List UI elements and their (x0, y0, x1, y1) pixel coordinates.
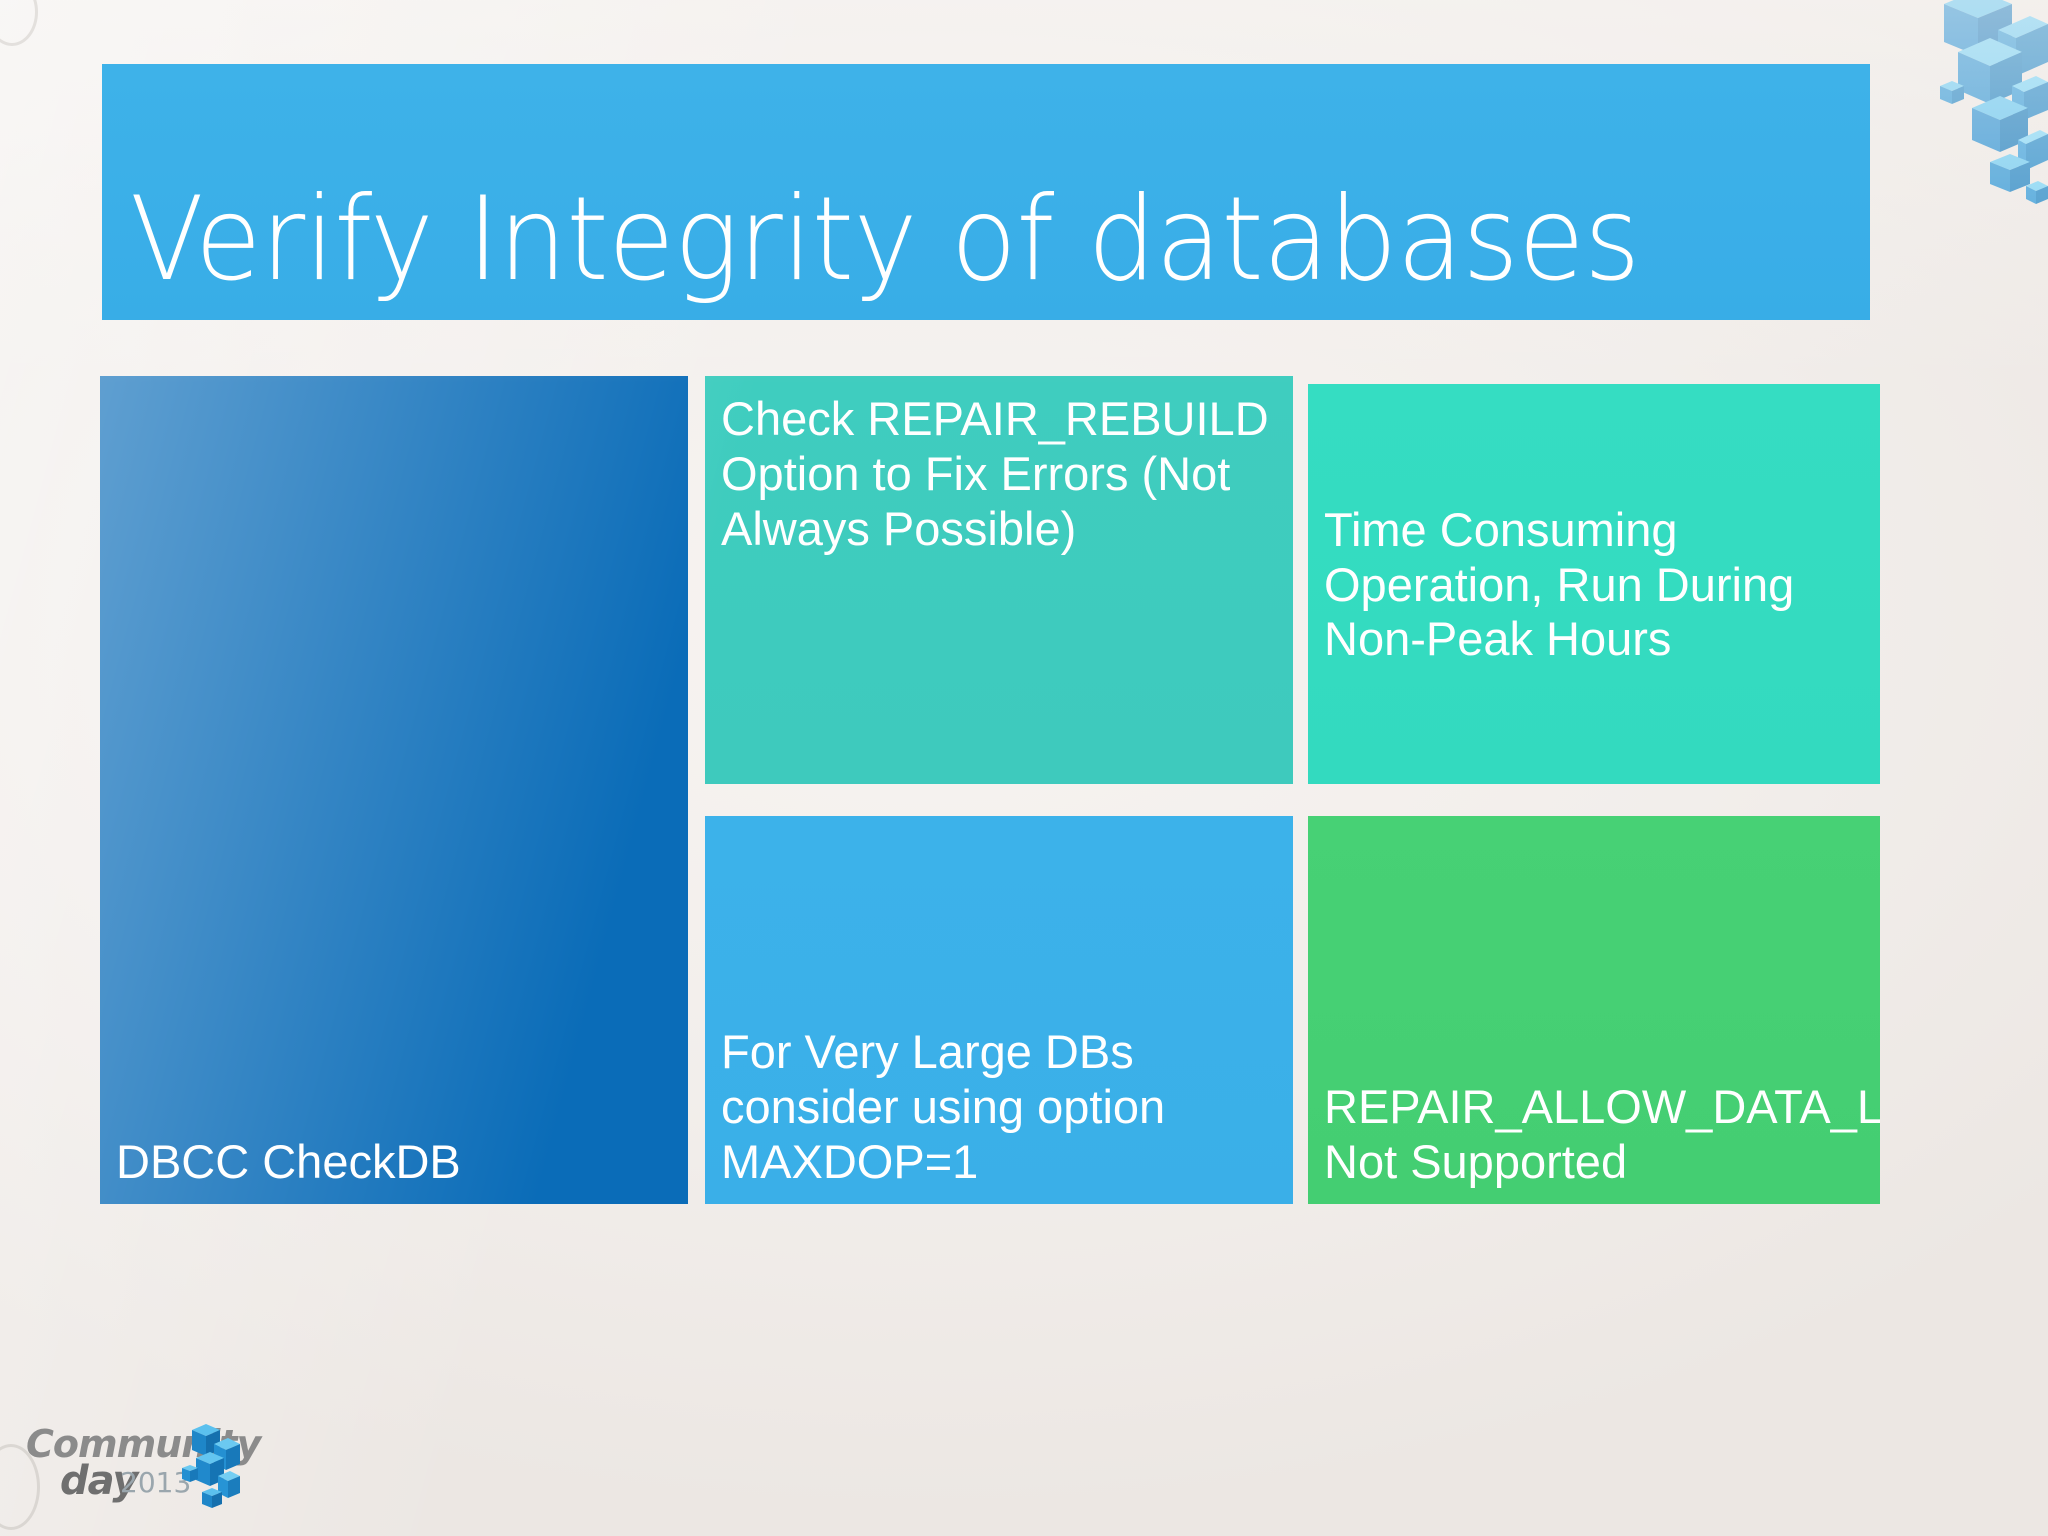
cube-cluster-icon (1848, 0, 2048, 220)
box-repair-allow-data-loss[interactable]: REPAIR_ALLOW_DATA_LOSS Not Supported (1308, 816, 1880, 1204)
box-dbcc-checkdb-label: DBCC CheckDB (116, 1135, 461, 1189)
box-dbcc-checkdb[interactable]: DBCC CheckDB (100, 376, 688, 1204)
community-day-logo: Community day 2013 (18, 1418, 261, 1514)
box-repair-rebuild-label: Check REPAIR_REBUILD Option to Fix Error… (721, 392, 1282, 555)
logo-year: 2013 (120, 1466, 192, 1499)
box-repair-allow-data-loss-label: REPAIR_ALLOW_DATA_LOSS Not Supported (1324, 1080, 1880, 1189)
box-time-consuming-label: Time Consuming Operation, Run During Non… (1324, 502, 1821, 666)
box-maxdop[interactable]: For Very Large DBs consider using option… (705, 816, 1293, 1204)
logo-cube-cluster-icon (162, 1424, 242, 1510)
box-repair-rebuild[interactable]: Check REPAIR_REBUILD Option to Fix Error… (705, 376, 1293, 784)
title-banner: Verify Integrity of databases (102, 64, 1870, 320)
box-maxdop-label: For Very Large DBs consider using option… (721, 1025, 1179, 1189)
content-grid: DBCC CheckDB Check REPAIR_REBUILD Option… (100, 376, 1880, 1206)
screen-edge-artifact-top (0, 0, 38, 46)
logo-word-day: day (60, 1458, 138, 1504)
page-title: Verify Integrity of databases (130, 172, 1640, 307)
box-time-consuming[interactable]: Time Consuming Operation, Run During Non… (1308, 384, 1880, 784)
